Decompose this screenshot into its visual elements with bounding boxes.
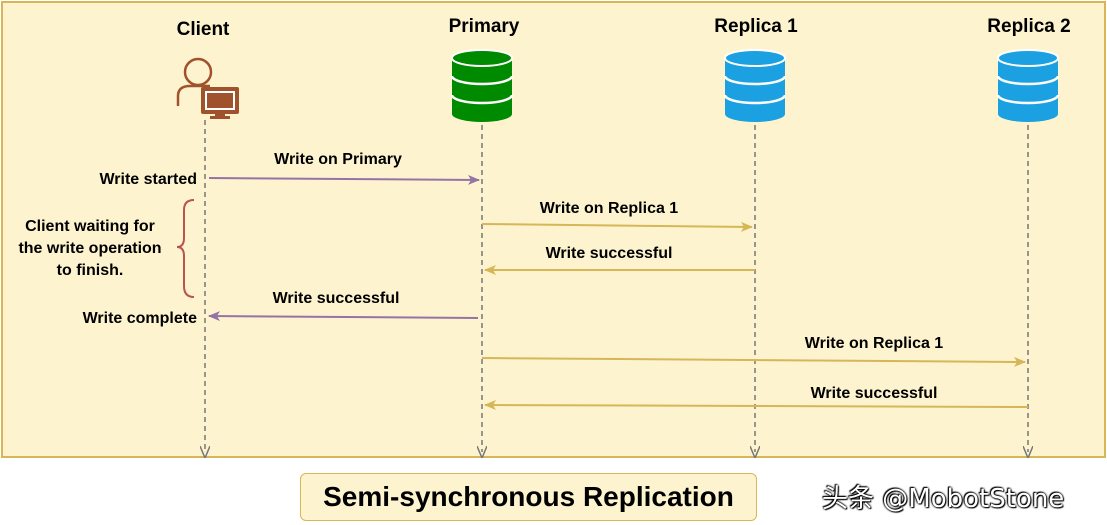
user-computer-icon <box>176 57 239 119</box>
message-label-write-on-replica-2: Write on Replica 1 <box>805 335 944 352</box>
note-waiting-line-2: the write operation <box>18 240 161 257</box>
message-arrow-write-on-primary <box>208 174 480 185</box>
message-label-primary-success: Write successful <box>273 290 400 307</box>
message-arrow-write-on-replica-2 <box>481 356 1026 367</box>
message-arrow-primary-success <box>208 311 479 322</box>
actor-label-replica-1: Replica 1 <box>714 16 798 37</box>
sequence-diagram: Client Primary Replica 1 Replica 2 <box>1 1 1106 458</box>
message-arrow-replica-2-success <box>484 400 1029 411</box>
note-waiting-line-1: Client waiting for <box>25 218 155 235</box>
note-write-complete: Write complete <box>83 310 198 327</box>
diagram-title-box: Semi-synchronous Replication <box>300 473 757 521</box>
diagram-background <box>1 1 1106 458</box>
watermark: 头条 @MobotStone <box>822 484 1065 514</box>
diagram-title: Semi-synchronous Replication <box>323 481 734 512</box>
database-icon <box>450 49 514 122</box>
actor-label-primary: Primary <box>449 16 520 37</box>
database-icon <box>723 49 787 122</box>
waiting-brace <box>176 199 195 298</box>
message-label-write-on-replica-1: Write on Replica 1 <box>540 200 679 217</box>
database-icon <box>996 49 1060 122</box>
message-arrow-write-on-replica-1 <box>481 221 753 232</box>
message-label-write-on-primary: Write on Primary <box>274 151 402 168</box>
note-write-started: Write started <box>99 171 197 188</box>
note-waiting-line-3: to finish. <box>57 262 124 279</box>
message-label-replica-1-success: Write successful <box>546 245 673 262</box>
message-label-replica-2-success: Write successful <box>811 385 938 402</box>
actor-label-replica-2: Replica 2 <box>987 16 1070 37</box>
actor-label-client: Client <box>177 19 230 40</box>
